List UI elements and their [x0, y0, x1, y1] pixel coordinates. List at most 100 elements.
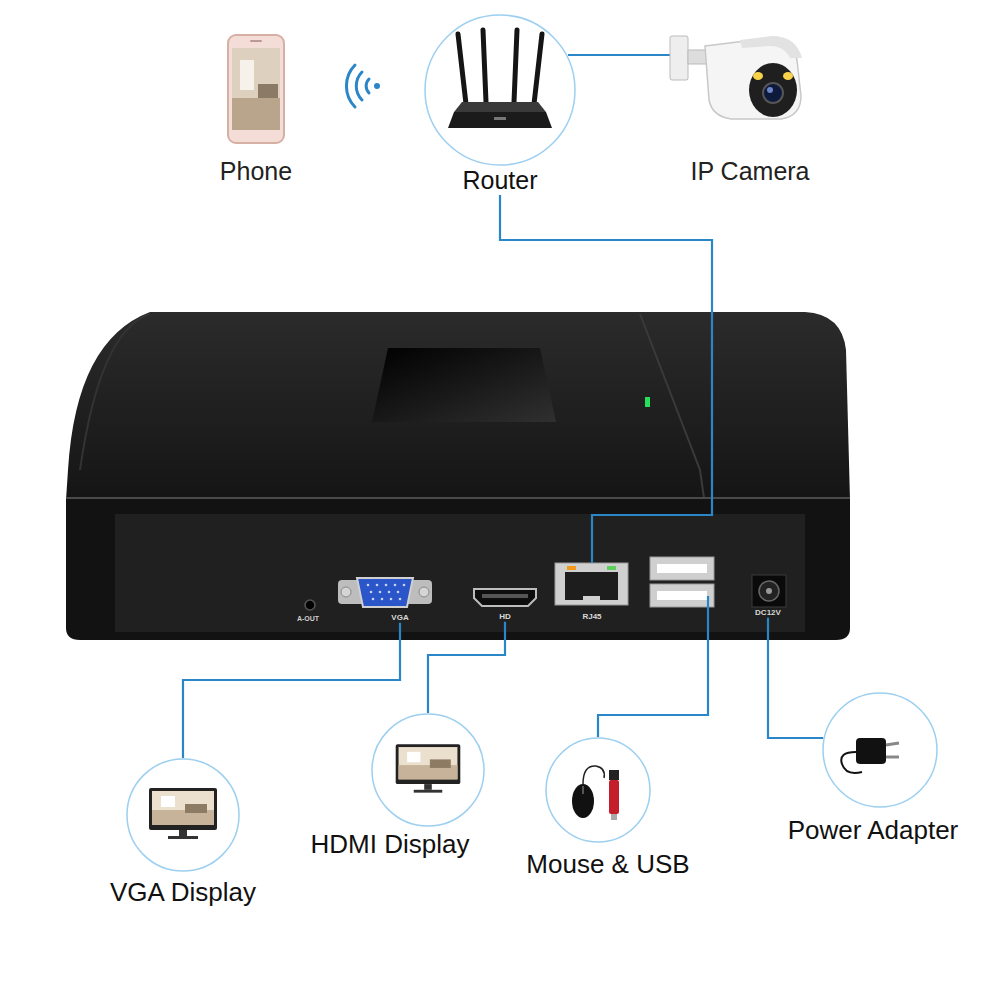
nvr-device [379, 591, 382, 594]
nvr-device [419, 587, 429, 597]
node-label: Mouse & USB [524, 849, 691, 880]
phone-icon [258, 84, 278, 98]
camera-icon [670, 36, 688, 80]
nvr-device [66, 498, 850, 640]
display-circle: VGA Display [108, 758, 258, 909]
cable-line [500, 195, 712, 563]
nvr-device [752, 575, 786, 607]
power-adapter-icon [886, 743, 899, 745]
power-adapter-icon [886, 756, 899, 759]
circle-outline [822, 692, 938, 808]
circle-outline [546, 738, 650, 842]
circle-outline [371, 713, 485, 827]
label-anchor: A-OUT [297, 615, 319, 623]
mouse-usb-icon [582, 786, 584, 794]
port-label: A-OUT [297, 615, 319, 623]
camera-icon [670, 36, 802, 119]
mouse-usb-icon [572, 784, 594, 818]
mouse-usb-icon [609, 770, 619, 780]
camera-icon [767, 87, 773, 93]
nvr-device [66, 497, 850, 499]
mouse-usb-icon [611, 814, 617, 820]
label-anchor: Phone [220, 156, 292, 186]
device-label: Phone [220, 156, 292, 186]
nvr-device [640, 314, 704, 498]
nvr-device [376, 584, 379, 587]
nvr-device [390, 598, 393, 601]
monitor-icon [407, 752, 420, 762]
router-icon [448, 112, 552, 128]
monitor-icon [396, 744, 461, 792]
nvr-device [474, 589, 536, 606]
label-anchor: IP Camera [690, 156, 809, 186]
nvr-device [399, 598, 402, 601]
cable-line [183, 623, 400, 758]
nvr-device [305, 600, 315, 610]
power-circle: Power Adapter [786, 692, 961, 847]
monitor-icon [152, 791, 214, 825]
monitor-icon [149, 788, 217, 839]
circle-outline [823, 693, 937, 807]
phone-icon [232, 98, 280, 130]
monitor-icon [179, 830, 187, 836]
wifi-symbol [356, 72, 362, 100]
cable-line [768, 618, 823, 738]
router-icon [494, 117, 506, 120]
wifi-symbol [346, 65, 380, 107]
cable-line [428, 622, 505, 713]
circle-outline [425, 15, 575, 165]
router-icon [454, 102, 546, 112]
nvr-device [341, 587, 351, 597]
nvr-device [80, 314, 150, 470]
nvr-device [657, 591, 707, 600]
phone-icon [228, 35, 284, 143]
monitor-icon [414, 790, 443, 793]
nvr-device [759, 581, 779, 601]
phone-icon [232, 48, 280, 130]
nvr-device [766, 588, 772, 594]
rj45-port: RJ45 [553, 563, 631, 622]
monitor-icon [161, 796, 175, 807]
phone-icon [250, 40, 262, 42]
nvr-device [385, 584, 388, 587]
nvr-device [403, 584, 406, 587]
node-label: DC12V [740, 608, 796, 618]
wifi-symbol [366, 79, 369, 93]
nvr-device [397, 591, 400, 594]
nvr-device [645, 397, 650, 407]
router-icon [514, 30, 517, 102]
mouse-usb-icon [572, 766, 619, 820]
node-label: VGA Display [108, 877, 258, 908]
circle-outline [126, 758, 240, 872]
nvr-device [357, 578, 413, 607]
mouse-usb-icon [609, 780, 619, 814]
router-icon [534, 34, 542, 104]
circle-outline [127, 759, 239, 871]
circle-outline [424, 14, 576, 166]
nvr-device [650, 557, 714, 580]
camera-wire [568, 54, 670, 56]
nvr-device [381, 598, 384, 601]
wifi-symbol [346, 65, 355, 107]
nvr-device [607, 566, 616, 570]
usb-wire [598, 596, 708, 737]
camera-icon [749, 63, 797, 117]
wifi-symbol [374, 83, 380, 89]
nvr-device [565, 572, 618, 600]
monitor-icon [430, 759, 451, 768]
nvr-device [394, 584, 397, 587]
monitor-icon [399, 747, 458, 779]
phone-icon [240, 60, 254, 90]
monitor-icon [396, 744, 461, 784]
camera-icon [783, 72, 793, 80]
nvr-device [367, 584, 370, 587]
nvr-device [657, 564, 707, 573]
nvr-device [555, 563, 628, 605]
camera-icon [740, 36, 802, 58]
node-label: HD [470, 612, 540, 622]
nvr-device [370, 591, 373, 594]
monitor-icon [185, 804, 207, 813]
